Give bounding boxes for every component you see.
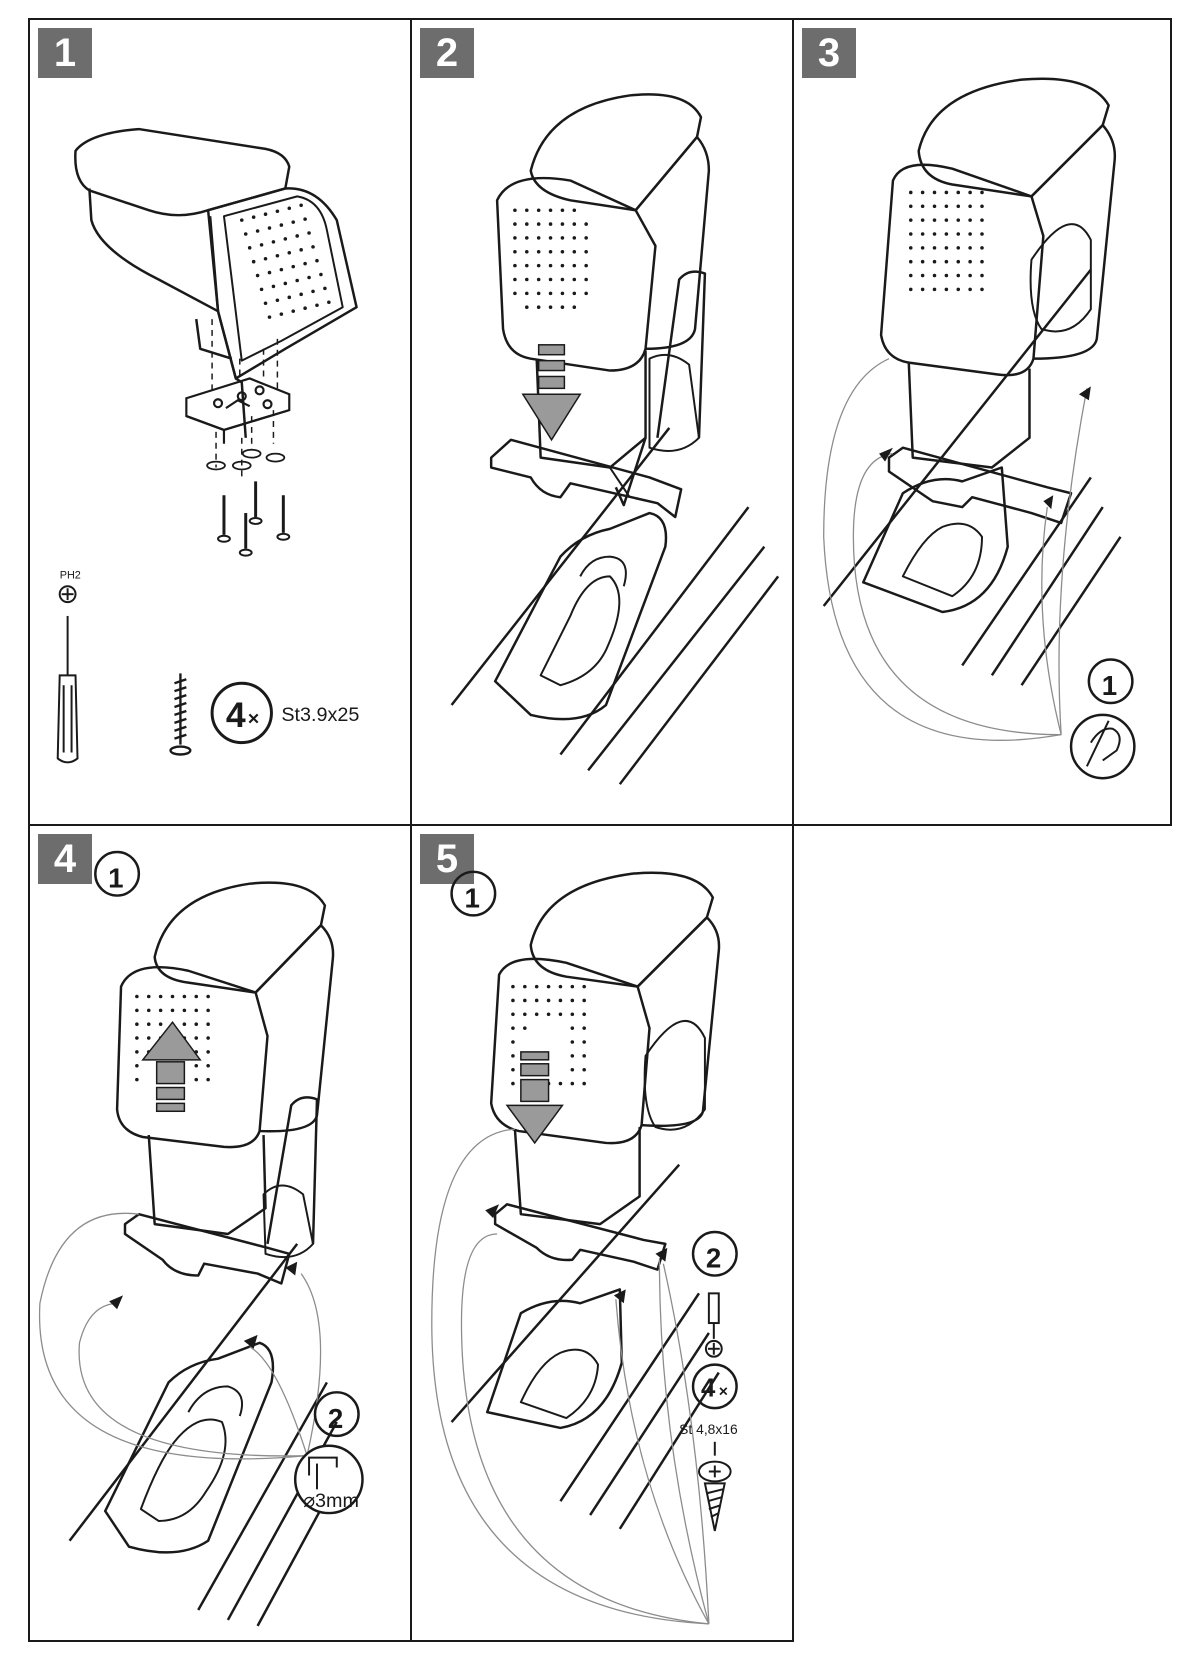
wood-screw-icon [169, 673, 192, 756]
callout-number-2: 2 [328, 1403, 343, 1434]
callout-number-2: 2 [706, 1243, 721, 1274]
cupholder-tray [493, 511, 668, 721]
step-badge: 2 [420, 28, 474, 78]
step-1-illustration: PH2 4 × St3.9x25 [56, 127, 359, 764]
handbrake-boot [1029, 223, 1092, 333]
drill-hole-icon [308, 1456, 338, 1490]
drill-size-label: ⌀3mm [303, 1490, 359, 1512]
screw-quantity: 4 [226, 695, 246, 735]
step-2-illustration [450, 93, 780, 785]
step-3-illustration: 1 [822, 77, 1136, 780]
handbrake-lever [656, 270, 707, 439]
armrest-perforation [513, 208, 588, 309]
armrest-base [907, 362, 1031, 469]
washers [206, 448, 286, 471]
marking-points [485, 1204, 668, 1304]
marking-points [879, 386, 1091, 510]
handbrake-lever [266, 1096, 319, 1245]
callout-number-1: 1 [108, 863, 123, 894]
slide-down-arrow [505, 1051, 564, 1145]
mounting-plate [185, 377, 291, 444]
screw-spec: St 4,8x16 [679, 1421, 738, 1437]
drill-detail-circle [293, 1444, 364, 1515]
step-badge: 3 [802, 28, 856, 78]
armrest-body [489, 957, 651, 1145]
armrest-body [495, 176, 657, 372]
armrest-lid [153, 881, 327, 994]
callout-circle-2 [691, 1230, 738, 1277]
mounting-bracket [489, 438, 683, 519]
screwdriver-size-label: PH2 [60, 569, 81, 581]
cupholder-tray [485, 1288, 624, 1430]
quantity-circle [210, 681, 273, 745]
mounting-bracket [493, 1203, 667, 1271]
cupholder-tray [103, 1341, 275, 1554]
callout-circle [1087, 658, 1134, 705]
step-4-illustration: 1 [38, 850, 364, 1627]
armrest-perforation [908, 190, 984, 292]
callout-circle-1 [450, 870, 497, 917]
step-badge: 1 [38, 28, 92, 78]
callout-number: 1 [1102, 670, 1117, 701]
handbrake-boot [643, 1019, 706, 1131]
callout-number-1: 1 [464, 882, 479, 913]
screwdriver-bit-icon [704, 1292, 723, 1358]
screw-spec: St3.9x25 [281, 704, 359, 726]
armrest-lid [529, 93, 703, 212]
marking-guides [38, 1212, 322, 1460]
sheet-metal-screw-icon [697, 1441, 732, 1532]
quantity-circle [691, 1363, 738, 1410]
step-badge: 4 [38, 834, 92, 884]
armrest-lid [917, 77, 1110, 198]
step-4-panel: 4 1 [28, 824, 412, 1642]
marking-points [109, 1261, 298, 1349]
armrest-body [206, 187, 358, 380]
slide-down-arrow [521, 344, 582, 442]
step-5-illustration: 1 [431, 870, 738, 1625]
screw-quantity: 4 [701, 1374, 716, 1402]
step-3-panel: 3 [792, 18, 1172, 826]
times-symbol: × [719, 1383, 728, 1400]
marking-guides [431, 1128, 710, 1625]
screws [217, 481, 291, 557]
mounting-bracket [887, 446, 1073, 525]
armrest-base [513, 1127, 641, 1226]
step-5-panel: 5 1 [410, 824, 794, 1642]
step-badge: 5 [420, 834, 474, 884]
armrest-perforation [239, 203, 331, 319]
armrest-base [147, 1134, 267, 1236]
hand-with-pen-icon [1069, 713, 1136, 780]
callout-circle-1 [94, 850, 141, 897]
callout-circle-2 [313, 1391, 360, 1438]
armrest-body [115, 966, 269, 1149]
mounting-bracket [123, 1212, 291, 1285]
slide-up-arrow [141, 1020, 202, 1113]
armrest-lid [529, 871, 715, 988]
armrest-lid [74, 127, 291, 217]
step-1-panel: 1 [28, 18, 412, 826]
marking-guides [823, 358, 1088, 741]
cupholder-tray [862, 466, 1009, 614]
times-symbol: × [248, 708, 260, 730]
phillips-screwdriver-icon [56, 585, 79, 764]
step-2-panel: 2 [410, 18, 794, 826]
armrest-body [879, 163, 1045, 377]
